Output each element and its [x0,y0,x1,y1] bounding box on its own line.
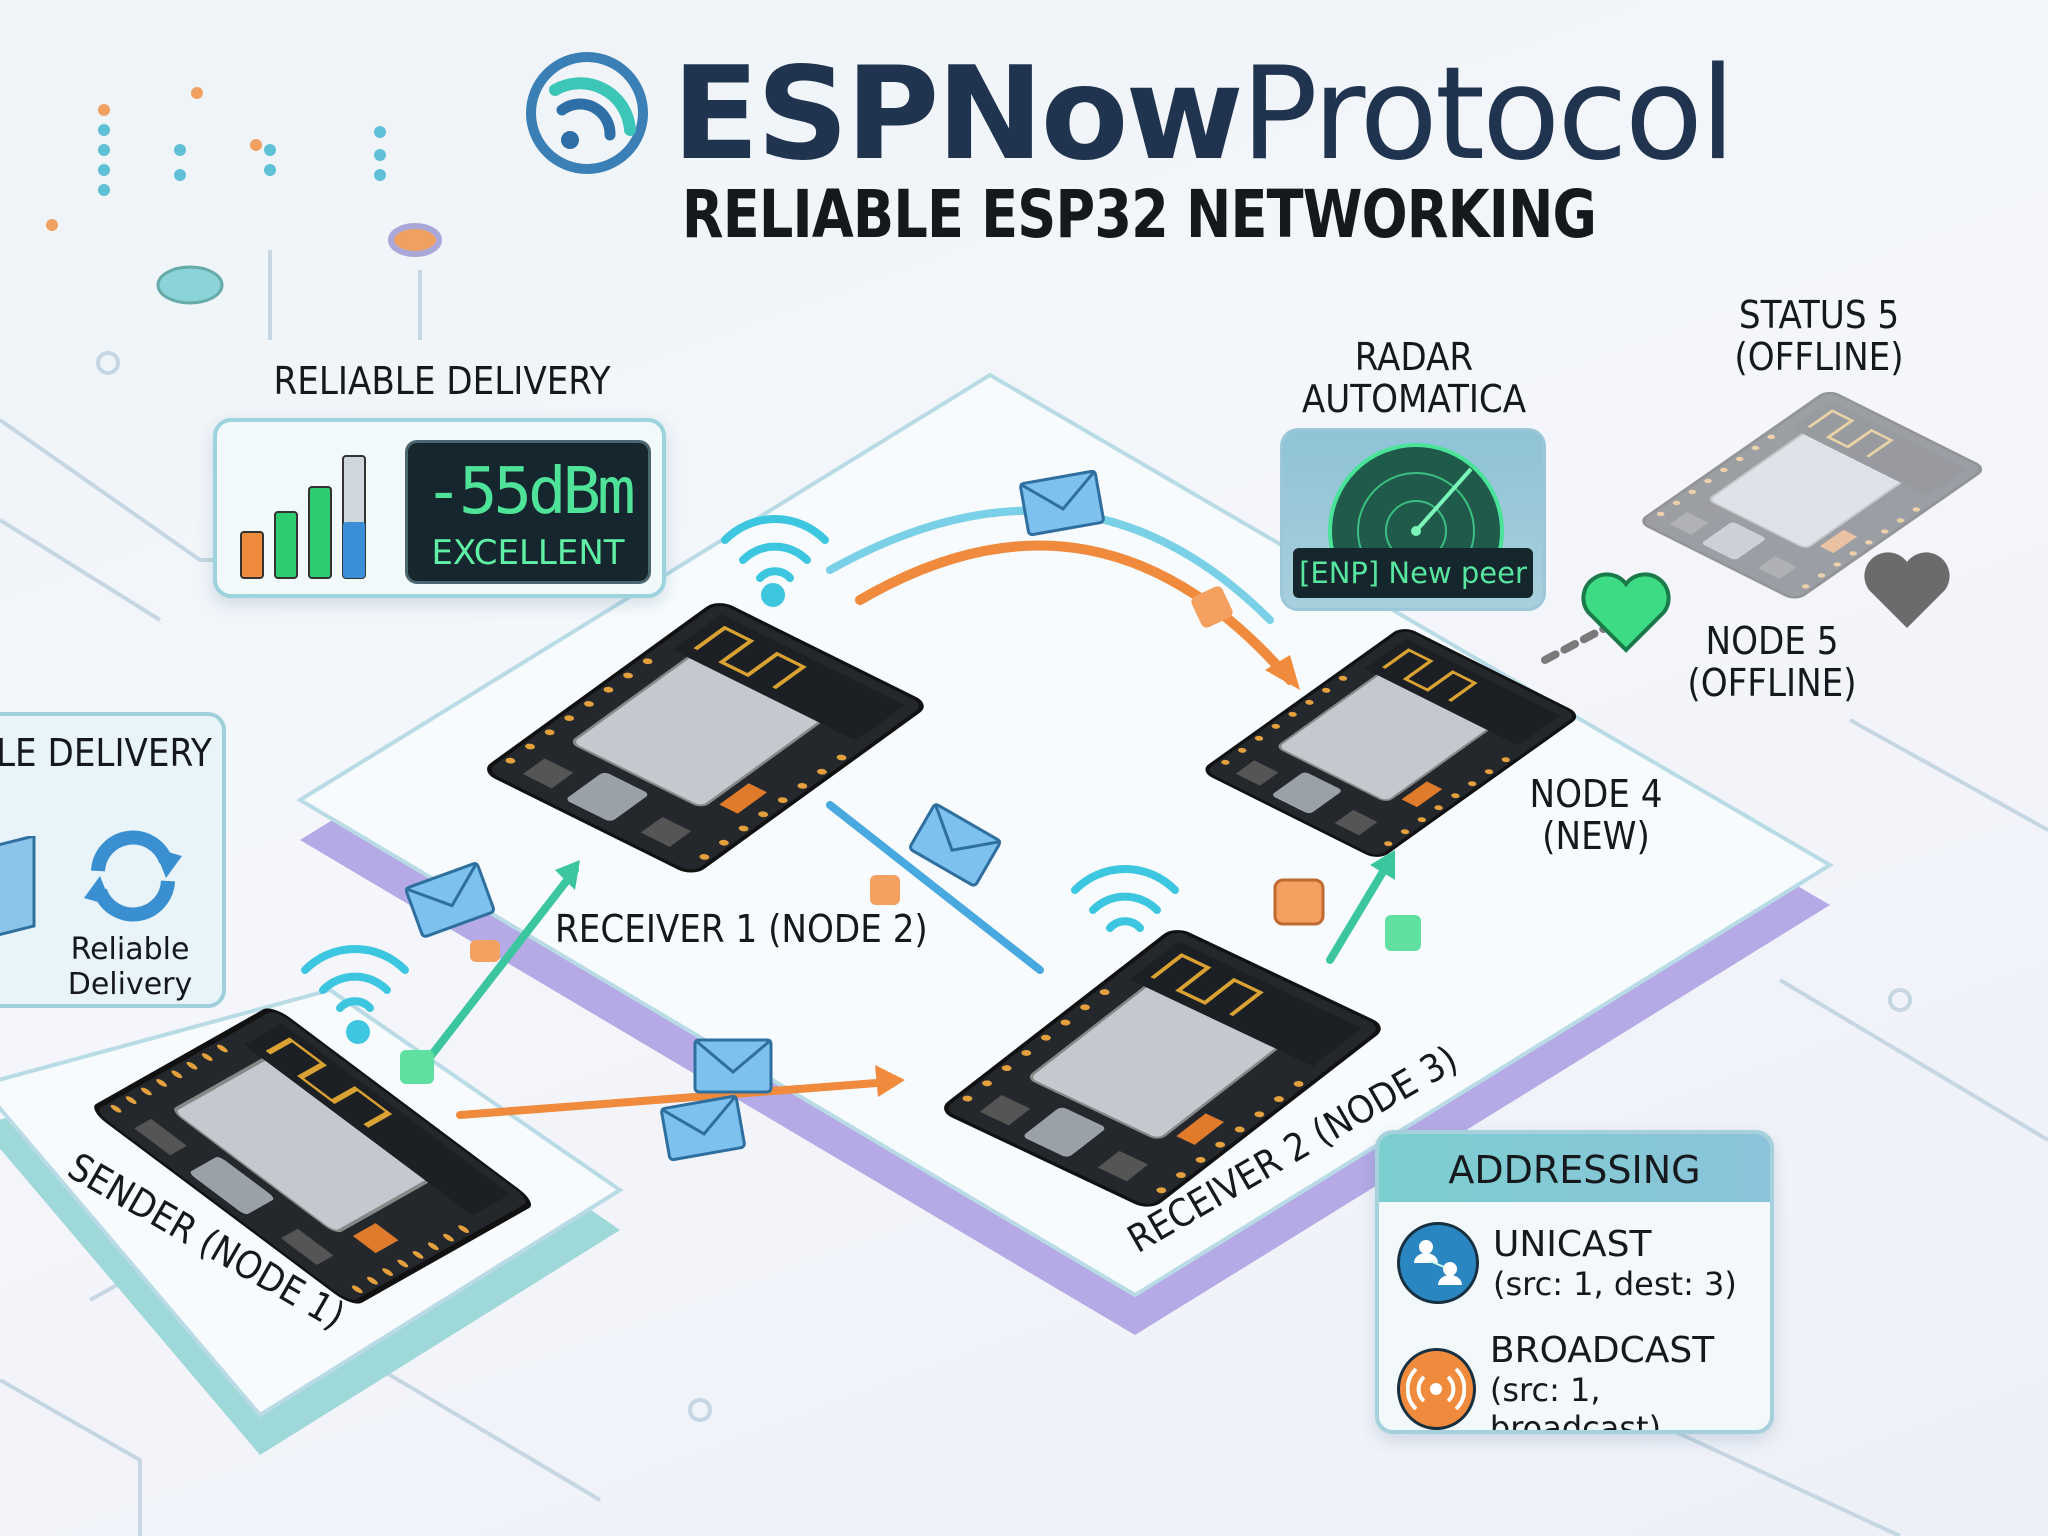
signal-panel: -55dBm EXCELLENT [213,418,666,598]
broadcast-title: BROADCAST [1489,1330,1715,1371]
users-transfer-icon [1397,1222,1479,1304]
envelope-icon [1018,469,1106,537]
sync-arrows-icon [84,830,182,922]
addressing-title: ADDRESSING [1379,1134,1770,1202]
app-title: ESPNowProtocol [672,47,1736,182]
radar-panel: [ENP] New peer [1280,428,1546,611]
radar-message: [ENP] New peer [1293,548,1533,598]
left-panel-title: LE DELIVERY [0,731,212,775]
node4-status: (NEW) [1542,814,1650,858]
radar-icon [1328,443,1504,559]
reliable-delivery-panel: LE DELIVERY Reliable Delivery [0,712,226,1008]
addressing-panel: ADDRESSING UNICAST(src: 1, dest: 3) BROA… [1375,1130,1774,1434]
broadcast-icon [1397,1347,1476,1430]
signal-bars-icon [240,455,366,579]
decor-dots [98,124,386,196]
heart-online-icon [1581,572,1671,653]
broadcast-detail: (src: 1, broadcast) [1489,1371,1662,1434]
signal-display: -55dBm EXCELLENT [405,440,651,584]
radar-label-1: RADAR [1354,335,1474,379]
unicast-title: UNICAST [1493,1223,1652,1265]
heart-offline-icon [1864,552,1950,628]
receiver1-name: RECEIVER 1 [555,907,758,951]
package-icon [0,836,36,937]
status5-name: STATUS 5 [1738,293,1900,337]
node4-name: NODE 4 [1529,772,1663,816]
signal-quality: EXCELLENT [431,533,625,573]
title-bold: ESPNow [672,40,1244,189]
data-flow-arrows [416,506,1624,1119]
subtitle: RELIABLE ESP32 NETWORKING [681,176,1597,253]
node5-status: (OFFLINE) [1687,661,1857,705]
radar-label-2: AUTOMATICA [1301,377,1527,421]
addressing-unicast: UNICAST(src: 1, dest: 3) [1397,1222,1737,1304]
envelope-icon [693,1038,773,1094]
envelope-icon [659,1094,747,1162]
signal-panel-label: RELIABLE DELIVERY [273,359,611,403]
receiver1-label: RECEIVER 1 (NODE 2) [555,907,928,951]
receiver1-id: (NODE 2) [768,907,928,951]
left-panel-caption-1: Reliable [70,932,190,967]
unicast-detail: (src: 1, dest: 3) [1493,1264,1737,1303]
espnow-logo-icon [526,52,648,174]
status5-status: (OFFLINE) [1734,335,1904,379]
title-light: Protocol [1240,40,1736,189]
node5-name: NODE 5 [1705,619,1839,663]
signal-strength-value: -55dBm [424,455,635,529]
addressing-broadcast: BROADCAST(src: 1, broadcast) [1397,1330,1770,1434]
left-panel-caption-2: Delivery [67,967,193,1002]
